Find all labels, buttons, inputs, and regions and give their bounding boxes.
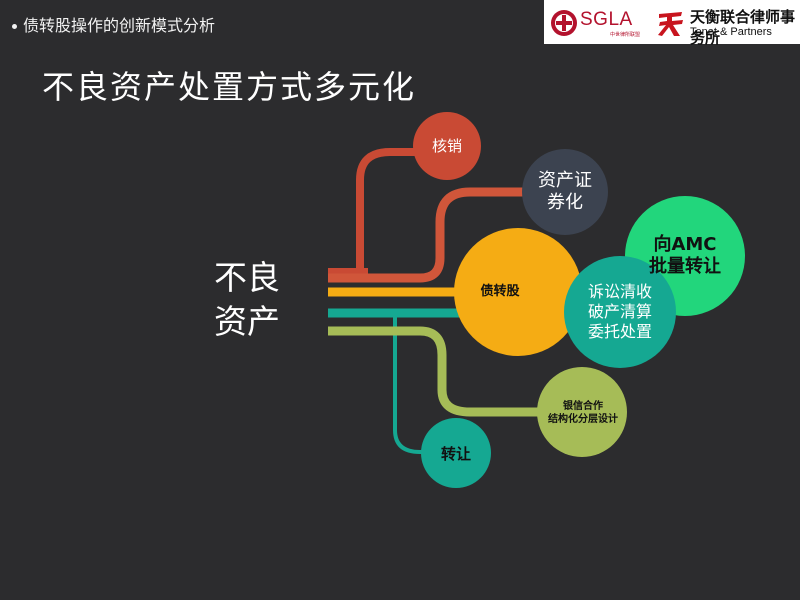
- node-securitization-label: 资产证 券化: [538, 169, 592, 214]
- node-writeoff-circle: [413, 112, 481, 180]
- center-label: 不良 资产: [214, 256, 304, 344]
- node-securitization-circle: [522, 149, 608, 235]
- node-transfer-circle: [421, 418, 491, 488]
- node-debt-equity-circle: [454, 228, 582, 356]
- sgla-logo-text: SGLA: [580, 9, 633, 30]
- connector-securitization: [328, 187, 560, 283]
- center-label-line2: 资产: [214, 302, 280, 341]
- node-litigation-label: 诉讼清收 破产清算 委托处置: [587, 282, 652, 341]
- tenet-logo-chinese: 天衡联合律师事务所: [690, 8, 796, 47]
- header-bar: 债转股操作的创新模式分析 SGLA 中世律所联盟 天衡联合律师事务所 Tenet…: [0, 0, 800, 48]
- tenet-logo-english: Tenet & Partners: [690, 26, 772, 38]
- connector-writeoff: [328, 148, 440, 276]
- sgla-logo-subtext: 中世律所联盟: [610, 32, 641, 38]
- node-amc-label: 向AMC 批量转让: [649, 233, 721, 278]
- node-debt-equity-label: 债转股: [480, 283, 520, 299]
- node-bank-trust-circle: [537, 367, 627, 457]
- node-litigation-circle: [564, 256, 676, 368]
- connector-transfer: [393, 315, 455, 454]
- slide-title: 不良资产处置方式多元化: [42, 68, 417, 106]
- section-title: 债转股操作的创新模式分析: [12, 12, 215, 36]
- section-title-text: 债转股操作的创新模式分析: [23, 16, 216, 35]
- node-writeoff-label: 核销: [431, 136, 462, 155]
- node-transfer-label: 转让: [440, 444, 471, 463]
- logos-area: SGLA 中世律所联盟 天衡联合律师事务所 Tenet & Partners: [544, 0, 800, 47]
- connector-bank-trust: [328, 326, 580, 417]
- node-bank-trust-label: 银信合作 结构化分层设计: [548, 400, 618, 426]
- bullet-icon: [12, 24, 17, 29]
- tenet-logo-icon: [656, 6, 686, 38]
- sgla-logo-icon: [551, 10, 577, 36]
- center-label-line1: 不良: [214, 258, 280, 297]
